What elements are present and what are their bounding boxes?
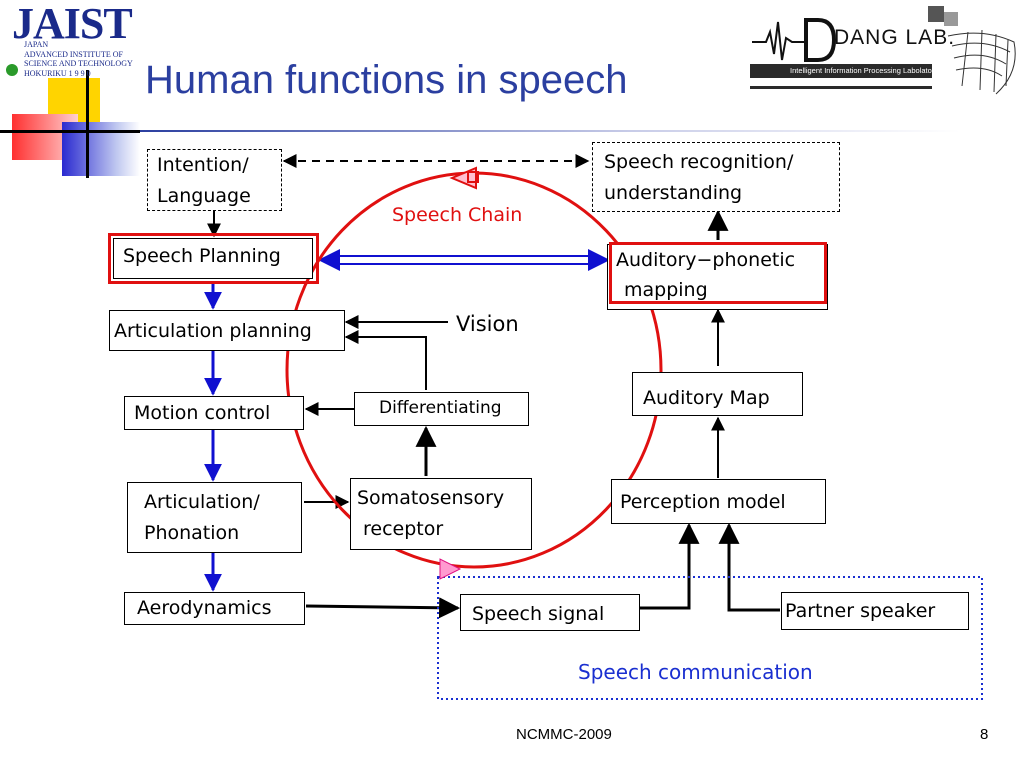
page-number: 8 xyxy=(980,726,989,743)
auditory-phonetic-line-2: mapping xyxy=(624,279,708,301)
jaist-subtitle: JAPAN ADVANCED INSTITUTE OF SCIENCE AND … xyxy=(24,40,133,78)
phonation-line-1: Articulation/ xyxy=(144,491,260,513)
speech-chain-bottom-arrow xyxy=(439,558,462,580)
page-title: Human functions in speech xyxy=(145,58,628,102)
signal-to-perception-arrow xyxy=(640,522,700,610)
partner-to-perception-arrow xyxy=(718,522,780,612)
auditory-phonetic-highlight xyxy=(609,242,827,304)
differentiating-box: Differentiating xyxy=(354,392,529,426)
speech-chain-label: Speech Chain xyxy=(392,204,523,226)
articulation-phonation-box: Articulation/ Phonation xyxy=(127,482,302,553)
auditory-phonetic-box: Auditory−phonetic mapping xyxy=(607,244,828,310)
speech-planning-box: Speech Planning xyxy=(113,238,313,279)
speech-recognition-box: Speech recognition/ understanding xyxy=(592,142,840,212)
partner-speaker-box: Partner speaker xyxy=(781,592,969,630)
speech-signal-box: Speech signal xyxy=(460,594,640,631)
somatosensory-box: Somatosensory receptor xyxy=(350,478,532,550)
speech-planning-highlight xyxy=(108,233,319,284)
recognition-line-2: understanding xyxy=(604,182,743,204)
title-underline xyxy=(140,130,960,132)
perception-model-box: Perception model xyxy=(611,479,826,524)
intention-line-1: Intention/ xyxy=(157,154,249,176)
jaist-line-3: SCIENCE AND TECHNOLOGY xyxy=(24,59,133,68)
somatosensory-line-1: Somatosensory xyxy=(357,487,505,509)
speech-chain-top-arrow xyxy=(449,166,479,190)
intention-language-box: Intention/ Language xyxy=(147,149,282,211)
recognition-line-1: Speech recognition/ xyxy=(604,151,794,173)
planning-auditory-blue-link xyxy=(318,249,610,271)
intention-line-2: Language xyxy=(157,185,251,207)
vision-label: Vision xyxy=(456,312,519,336)
jaist-line-1: JAPAN xyxy=(24,40,49,49)
aerodynamics-to-signal-arrow xyxy=(305,597,461,619)
jaist-line-4: HOKURIKU 1 9 9 0 xyxy=(24,68,91,78)
dang-lab-logo: DANG LAB. Intelligent Information Proces… xyxy=(748,2,1024,98)
articulation-planning-box: Articulation planning xyxy=(109,310,345,351)
decor-vertical-line xyxy=(86,70,89,178)
motion-control-box: Motion control xyxy=(124,396,304,430)
jaist-green-dot xyxy=(6,64,18,76)
auditory-phonetic-line-1: Auditory−phonetic xyxy=(616,249,796,271)
somatosensory-line-2: receptor xyxy=(363,518,444,540)
auditory-map-box: Auditory Map xyxy=(632,372,803,416)
phonation-line-2: Phonation xyxy=(144,522,240,544)
footer-label: NCMMC-2009 xyxy=(516,726,612,743)
aerodynamics-box: Aerodynamics xyxy=(124,592,305,625)
dang-lab-graphic xyxy=(750,6,1016,95)
jaist-wordmark: JAIST xyxy=(12,0,133,48)
dang-lab-name: DANG LAB. xyxy=(834,26,956,49)
jaist-line-2: ADVANCED INSTITUTE OF xyxy=(24,49,123,59)
differentiating-to-articulation-arrow xyxy=(344,330,427,390)
dang-lab-subtitle: Intelligent Information Processing Labol… xyxy=(790,66,939,75)
speech-communication-frame xyxy=(437,576,983,700)
decor-squares xyxy=(0,70,140,190)
jaist-logo: JAIST JAPAN ADVANCED INSTITUTE OF SCIENC… xyxy=(4,0,154,78)
decor-horizontal-line xyxy=(0,130,140,133)
speech-communication-label: Speech communication xyxy=(578,660,813,684)
